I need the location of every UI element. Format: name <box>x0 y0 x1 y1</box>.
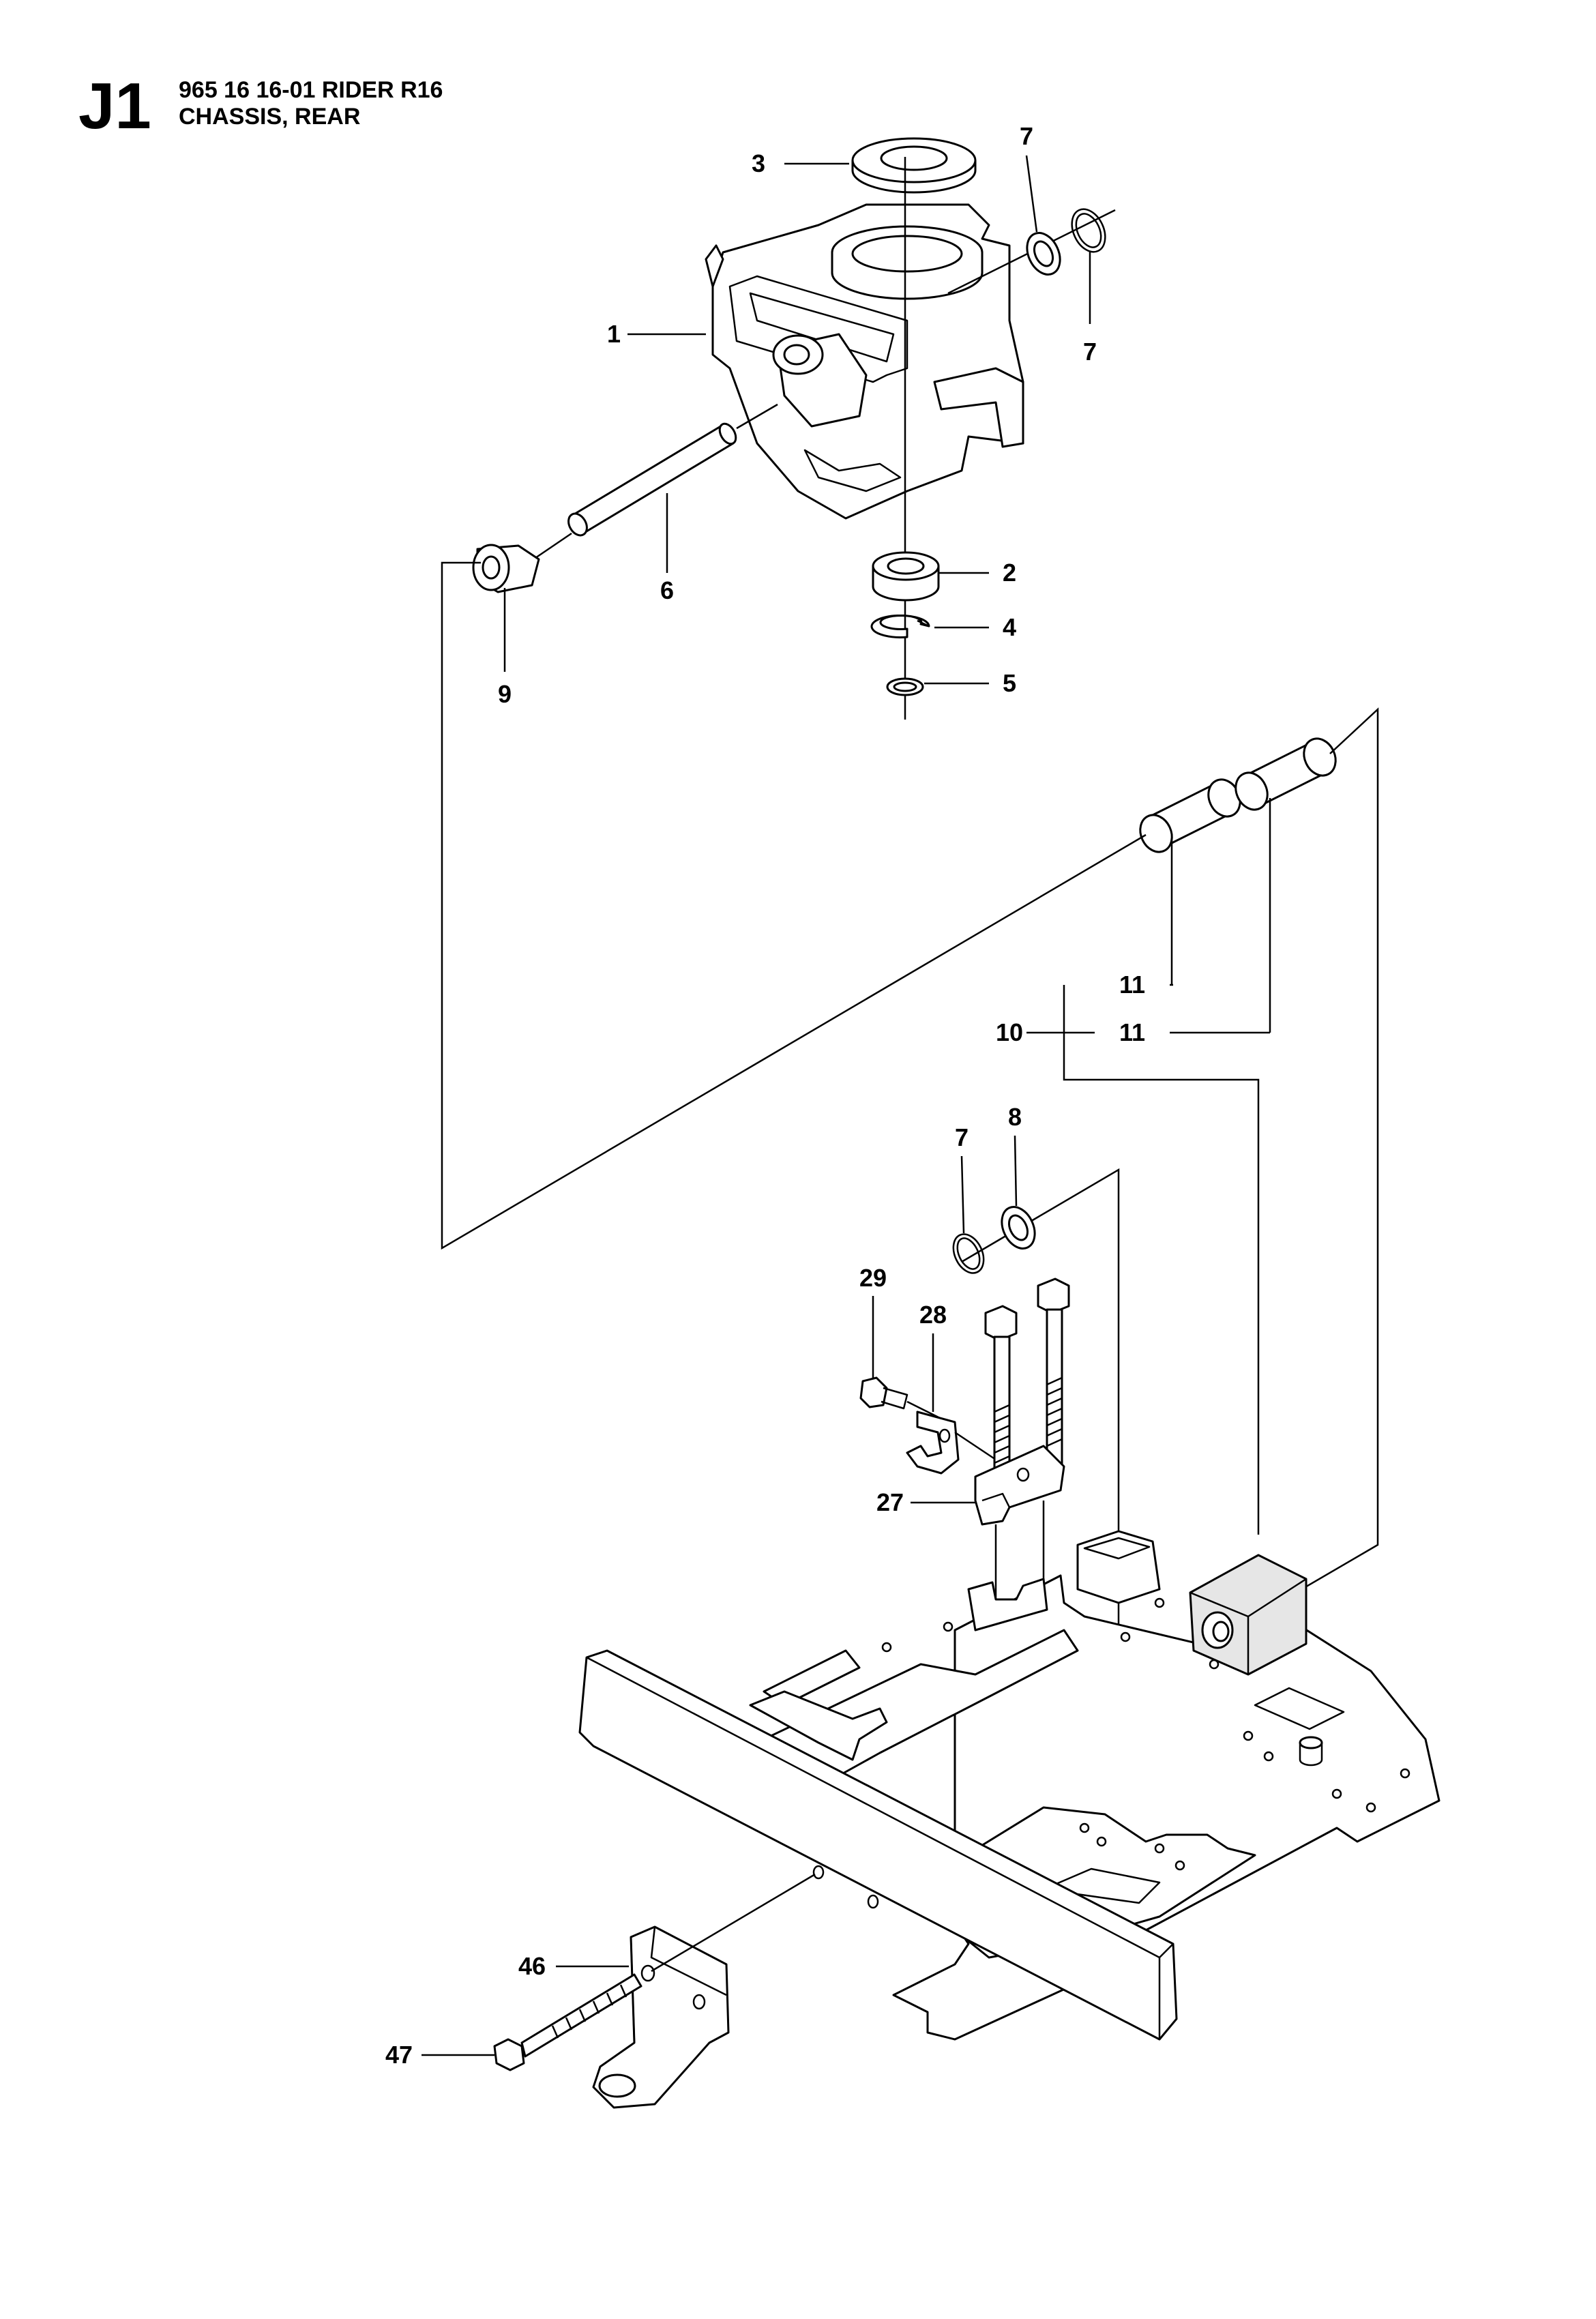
callout-28: 28 <box>919 1301 947 1329</box>
part-7-circlip-lower <box>952 1233 985 1274</box>
diagram-code: J1 <box>78 70 151 143</box>
part-5-washer <box>886 677 924 696</box>
part-3-seal <box>851 137 977 194</box>
part-11-spacer-right <box>1235 737 1337 811</box>
callout-leaders <box>422 155 1271 2056</box>
callout-4: 4 <box>1003 613 1016 641</box>
callout-8-upper: 7 <box>1020 122 1033 150</box>
part-29-screw <box>859 1376 942 1420</box>
callout-8-lower: 8 <box>1008 1103 1022 1131</box>
assembly-guide-lines <box>441 561 1379 1678</box>
part-27-bracket <box>974 1445 1065 1599</box>
callout-6: 6 <box>660 576 674 604</box>
callout-11-upper: 11 <box>1119 971 1145 999</box>
part-8-washer-lower <box>1001 1206 1036 1250</box>
part-46-tow-bracket <box>592 1873 816 2109</box>
callout-11-lower: 11 <box>1119 1018 1145 1046</box>
callout-labels: 3 7 7 1 2 4 5 6 9 11 10 11 7 8 29 28 27 … <box>385 122 1145 2069</box>
axis-line-pin <box>535 532 572 559</box>
callout-7-upper: 7 <box>1083 338 1097 366</box>
callout-27: 27 <box>876 1488 904 1516</box>
part-2-bearing <box>872 551 940 602</box>
callout-29: 29 <box>859 1264 887 1292</box>
part-8-washer-upper <box>1026 232 1061 276</box>
part-4-circlip <box>870 614 930 638</box>
callout-46: 46 <box>518 1952 546 1980</box>
bumper-beam <box>578 1649 1178 2041</box>
callout-3: 3 <box>752 149 765 177</box>
long-bolt-left <box>984 1305 1018 1495</box>
callout-7-lower: 7 <box>955 1123 969 1151</box>
callout-1: 1 <box>607 320 621 348</box>
part-6-pivot-pin <box>567 403 778 537</box>
part-47-bolt <box>493 1973 642 2071</box>
part-11-spacer-left <box>1139 778 1241 853</box>
callout-10: 10 <box>996 1018 1023 1046</box>
part-28-clip <box>906 1410 996 1475</box>
callout-2: 2 <box>1003 559 1016 587</box>
section-title: CHASSIS, REAR <box>179 104 361 130</box>
callout-47: 47 <box>385 2041 413 2069</box>
part-7-circlip-upper <box>1071 208 1106 253</box>
callout-9: 9 <box>498 680 512 708</box>
model-title: 965 16 16-01 RIDER R16 <box>179 77 443 103</box>
long-bolt-right <box>1037 1277 1070 1468</box>
part-9-bushing <box>472 544 540 593</box>
callout-5: 5 <box>1003 669 1016 697</box>
part-1-axle-housing <box>705 203 1024 520</box>
